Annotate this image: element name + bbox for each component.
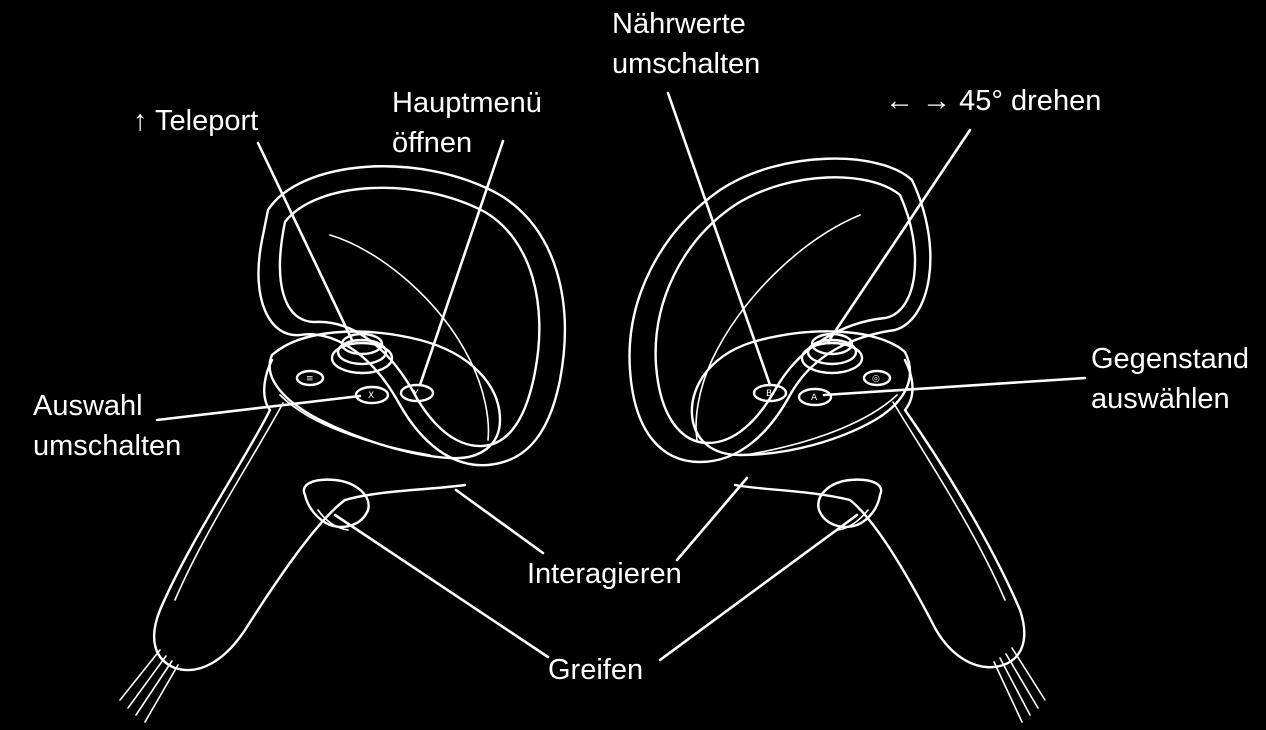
left-trigger xyxy=(302,478,370,529)
left-thumbstick-base xyxy=(330,341,394,375)
leader-grab-left xyxy=(333,513,550,659)
right-faceplate xyxy=(690,330,912,457)
label-rotate: ← → 45° drehen xyxy=(885,81,1101,121)
label-main-menu-line1: Hauptmenü xyxy=(392,87,542,119)
left-grip xyxy=(152,358,467,672)
label-toggle-nutrition: Nährwerte umschalten xyxy=(612,4,760,84)
leader-lines xyxy=(155,91,1087,662)
label-toggle-nutrition-line2: umschalten xyxy=(612,48,761,80)
label-interact-text: Interagieren xyxy=(527,558,682,590)
right-controller: ◎ B A xyxy=(628,157,1046,723)
label-toggle-selection-line1: Auswahl xyxy=(33,390,143,422)
label-main-menu-line2: öffnen xyxy=(392,127,473,159)
leader-select-object xyxy=(822,376,1087,397)
label-toggle-selection: Auswahl umschalten xyxy=(33,386,181,466)
label-teleport: ↑ Teleport xyxy=(133,101,258,141)
right-oculus-button xyxy=(862,369,892,387)
left-cable xyxy=(119,649,179,723)
left-controller: ≡ X Y xyxy=(119,165,566,723)
right-tracking-ring xyxy=(628,157,932,464)
leader-teleport xyxy=(256,141,354,342)
label-select-object-line1: Gegenstand xyxy=(1091,343,1250,375)
leader-interact-right xyxy=(675,476,749,562)
right-trigger xyxy=(817,478,883,529)
right-ring-contour xyxy=(695,214,861,441)
left-x-glyph: X xyxy=(368,391,374,401)
label-grab-text: Greifen xyxy=(548,654,644,686)
left-y-glyph: Y xyxy=(412,389,419,399)
left-y-button xyxy=(399,383,435,403)
right-a-glyph: A xyxy=(811,393,818,403)
label-select-object-line2: auswählen xyxy=(1091,383,1230,415)
left-x-button xyxy=(354,385,390,405)
label-teleport-text: ↑ Teleport xyxy=(133,105,259,137)
leader-interact-left xyxy=(454,488,545,555)
label-rotate-text: ← → 45° drehen xyxy=(885,85,1102,117)
leader-toggle-selection xyxy=(155,394,362,422)
leader-main-menu xyxy=(418,139,505,387)
leader-rotate xyxy=(826,128,972,344)
right-thumbstick-ring xyxy=(806,338,858,366)
label-select-object: Gegenstand auswählen xyxy=(1091,339,1249,419)
right-a-button xyxy=(797,387,833,407)
right-b-glyph: B xyxy=(766,389,772,399)
left-menu-glyph: ≡ xyxy=(306,374,314,384)
right-grip-inner-edge xyxy=(892,401,1006,601)
label-grab: Greifen xyxy=(548,650,643,690)
left-faceplate xyxy=(268,330,502,460)
leader-grab-right xyxy=(658,513,859,662)
left-trigger-edge xyxy=(317,509,349,531)
label-toggle-nutrition-line1: Nährwerte xyxy=(612,8,746,40)
right-trigger-edge xyxy=(837,509,869,531)
left-grip-inner-edge xyxy=(174,402,284,601)
leader-toggle-nutrition xyxy=(666,91,772,387)
label-toggle-selection-line2: umschalten xyxy=(33,430,182,462)
label-main-menu: Hauptmenü öffnen xyxy=(392,83,542,163)
right-grip xyxy=(733,358,1026,669)
right-cable xyxy=(993,647,1046,723)
right-tracking-ring-inner xyxy=(654,176,917,445)
right-oculus-glyph: ◎ xyxy=(872,374,880,384)
left-menu-button xyxy=(295,369,325,387)
label-interact: Interagieren xyxy=(527,554,682,594)
right-thumbstick-base xyxy=(800,341,864,375)
left-tracking-ring xyxy=(257,165,566,467)
left-thumbstick-cap xyxy=(340,332,384,356)
left-tracking-ring-inner xyxy=(278,186,541,448)
left-thumbstick-ring xyxy=(336,338,388,366)
left-ring-contour xyxy=(329,234,490,441)
right-faceplate-rim xyxy=(744,394,898,456)
